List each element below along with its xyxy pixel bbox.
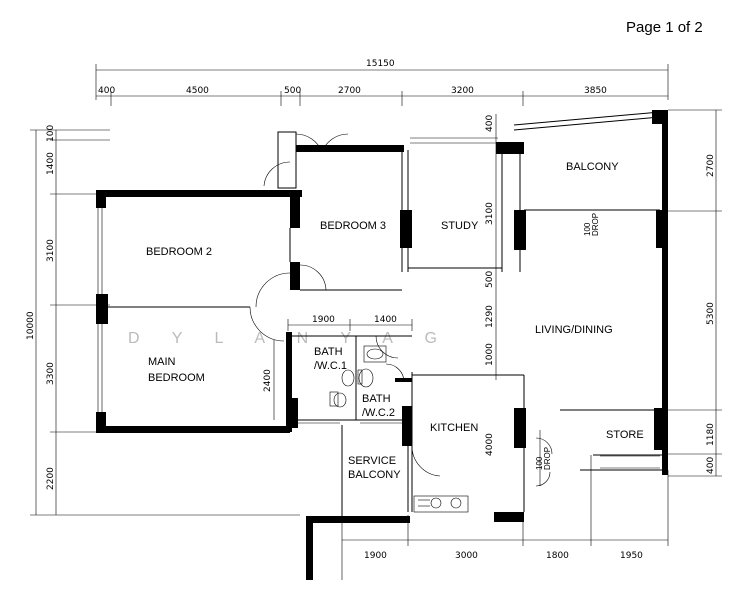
dim-left-overall: 10000	[26, 311, 36, 340]
dim-study-side: 3100	[485, 202, 495, 225]
dim-passage: 500	[485, 271, 495, 288]
dim-bottom-2: 3000	[455, 551, 478, 561]
top-dimensions: 15150 400 4500 500 2700 3200 3850	[95, 59, 669, 106]
room-bedroom-3: BEDROOM 3	[320, 220, 386, 232]
right-dimensions: 2700 5300 1180 400	[668, 109, 722, 477]
dim-right-3: 1180	[706, 423, 716, 446]
room-labels: BEDROOM 2 BEDROOM 3 STUDY BALCONY LIVING…	[146, 161, 644, 481]
dim-bath-width-a: 1900	[312, 315, 335, 325]
dim-bottom-4: 1950	[620, 551, 643, 561]
page-number: Page 1 of 2	[626, 19, 703, 36]
dim-top-4: 2700	[338, 86, 361, 96]
dim-bath-width-b: 1400	[374, 315, 397, 325]
room-bath-1-line1: BATH	[314, 346, 343, 358]
dim-top-3: 500	[284, 86, 301, 96]
dim-top-6: 3850	[584, 86, 607, 96]
dim-top-1: 400	[98, 86, 115, 96]
room-bedroom-2: BEDROOM 2	[146, 246, 212, 258]
room-bath-1-line2: /W.C.1	[314, 360, 347, 372]
room-main-bedroom-line2: BEDROOM	[148, 372, 205, 384]
dim-left-4: 3300	[46, 362, 56, 385]
room-main-bedroom-line1: MAIN	[148, 356, 176, 368]
room-store: STORE	[606, 429, 644, 441]
drop-living-label: DROP	[543, 447, 552, 470]
windows	[97, 137, 660, 469]
dim-living-b: 1000	[485, 343, 495, 366]
dim-bottom-1: 1900	[364, 551, 387, 561]
dim-left-3: 3100	[46, 239, 56, 262]
room-balcony: BALCONY	[566, 161, 619, 173]
dim-left-5: 2200	[46, 467, 56, 490]
dim-right-1: 2700	[706, 154, 716, 177]
room-service-balcony-line2: BALCONY	[348, 469, 401, 481]
room-bath-2-line1: BATH	[362, 393, 391, 405]
dim-overall-width: 15150	[366, 59, 395, 69]
walls	[96, 110, 668, 580]
fixtures	[329, 345, 469, 513]
dim-study-top: 400	[485, 115, 495, 132]
dim-right-2: 5300	[706, 302, 716, 325]
drop-markers: 100 DROP 100 DROP	[535, 213, 600, 470]
room-study: STUDY	[441, 220, 479, 232]
dim-right-4: 400	[706, 457, 716, 474]
dim-left-1: 100	[46, 125, 56, 142]
room-kitchen: KITCHEN	[430, 422, 478, 434]
doors	[249, 131, 553, 487]
dim-top-2: 4500	[186, 86, 209, 96]
bottom-dimensions: 1900 3000 1800 1950	[341, 425, 669, 580]
watermark: D Y L A N Y A G	[128, 330, 451, 347]
room-service-balcony-line1: SERVICE	[348, 455, 396, 467]
dim-bottom-3: 1800	[546, 551, 569, 561]
dim-bath-height: 2400	[263, 369, 273, 392]
dim-left-2: 1400	[46, 152, 56, 175]
drop-balcony-value: 100	[583, 222, 592, 236]
dim-kitchen-side: 4000	[485, 433, 495, 456]
drop-living-value: 100	[535, 456, 544, 470]
left-dimensions: 10000 100 1400 3100 3300 2200	[26, 125, 300, 516]
room-bath-2-line2: /W.C.2	[362, 407, 395, 419]
dim-living-a: 1290	[485, 305, 495, 328]
room-living-dining: LIVING/DINING	[535, 324, 613, 336]
drop-balcony-label: DROP	[591, 213, 600, 236]
dim-top-5: 3200	[451, 86, 474, 96]
